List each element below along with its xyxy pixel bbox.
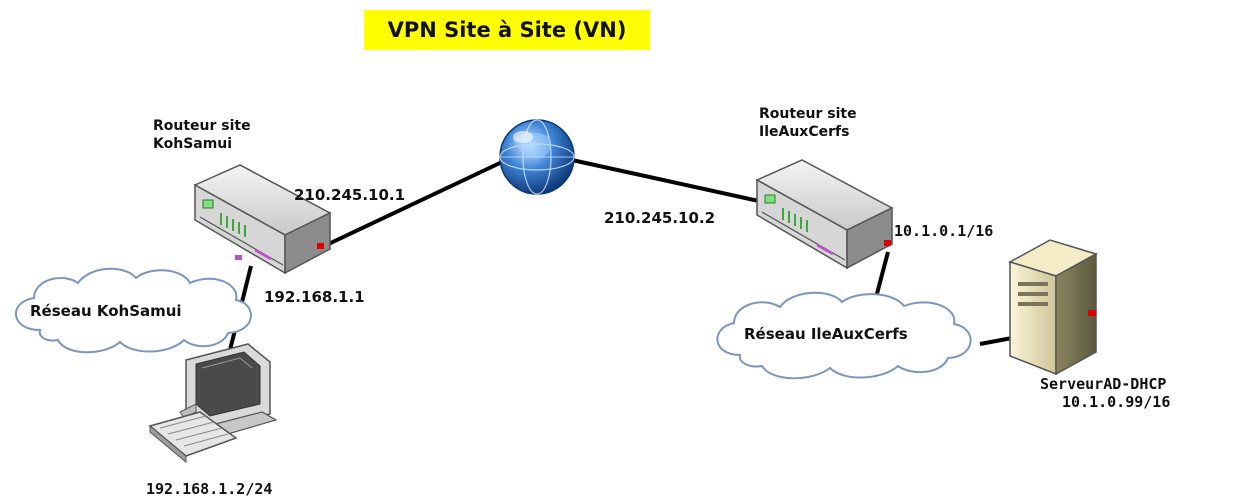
server-ip-label: 10.1.0.99/16 xyxy=(1062,393,1171,411)
pc-icon xyxy=(148,343,278,464)
router-icon xyxy=(193,164,332,275)
router-left-label-line2: KohSamui xyxy=(153,136,233,152)
server-icon xyxy=(1008,239,1098,376)
router-left-label-line1: Routeur site xyxy=(153,118,251,134)
title-highlight: VPN Site à Site (VN) xyxy=(364,10,650,50)
diagram-title: VPN Site à Site (VN) xyxy=(387,18,627,42)
ip-left-wan: 210.245.10.1 xyxy=(294,186,406,204)
server-name-label: ServeurAD-DHCP xyxy=(1040,375,1167,393)
ip-left-lan: 192.168.1.1 xyxy=(264,288,365,306)
ip-right-lan: 10.1.0.1/16 xyxy=(894,222,994,240)
link-internet-right-router xyxy=(571,158,769,205)
cloud-right-label: Réseau IleAuxCerfs xyxy=(744,325,908,343)
cloud-icon xyxy=(15,267,252,354)
router-icon xyxy=(755,159,894,270)
link-left-router-internet xyxy=(319,160,503,250)
router-right-label-line2: IleAuxCerfs xyxy=(759,124,850,140)
ip-right-wan: 210.245.10.2 xyxy=(604,209,716,227)
pc-ip-label: 192.168.1.2/24 xyxy=(146,480,273,498)
router-right-label-line1: Routeur site xyxy=(759,106,857,122)
cloud-icon xyxy=(716,291,972,380)
cloud-left-label: Réseau KohSamui xyxy=(30,302,182,320)
globe-icon xyxy=(499,119,575,195)
link-cloud-server xyxy=(979,336,1013,346)
